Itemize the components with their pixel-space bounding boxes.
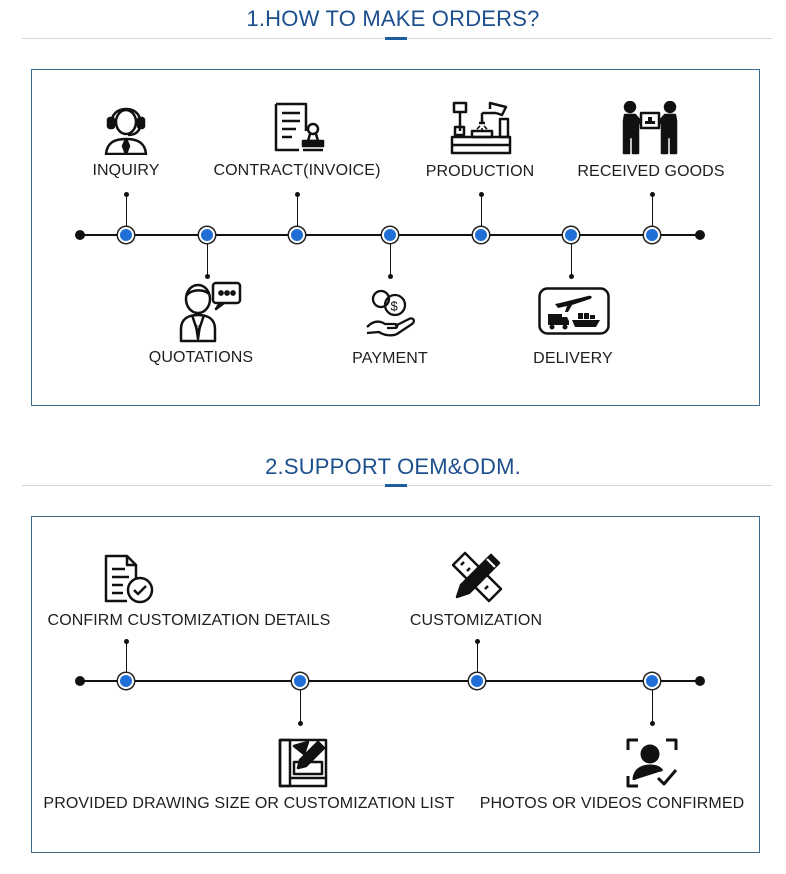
oem-process-panel bbox=[31, 516, 760, 853]
contract-stamp-icon bbox=[273, 101, 327, 153]
coins-hand-icon: $ bbox=[365, 287, 417, 339]
timeline-node-payment bbox=[382, 227, 398, 243]
order-process-panel bbox=[31, 69, 760, 406]
section1-accent bbox=[385, 37, 407, 40]
factory-robot-icon bbox=[450, 101, 512, 155]
step-label-drawing: PROVIDED DRAWING SIZE OR CUSTOMIZATION L… bbox=[43, 795, 455, 812]
step-label-production: PRODUCTION bbox=[425, 163, 535, 180]
stem-contract bbox=[296, 194, 298, 234]
stem-dot bbox=[204, 273, 210, 279]
stem-drawing bbox=[299, 682, 301, 723]
step-label-quotations: QUOTATIONS bbox=[148, 349, 254, 366]
timeline-node-customization bbox=[469, 673, 485, 689]
photo-confirm-icon bbox=[626, 738, 678, 788]
section1-title: 1.HOW TO MAKE ORDERS? bbox=[246, 6, 540, 31]
drawing-board-icon bbox=[278, 738, 328, 788]
stem-received bbox=[651, 194, 653, 234]
stem-dot bbox=[294, 191, 300, 197]
step-label-contract: CONTRACT(INVOICE) bbox=[213, 162, 381, 179]
stem-inquiry bbox=[125, 194, 127, 234]
stem-delivery bbox=[570, 236, 572, 276]
stem-dot bbox=[478, 191, 484, 197]
step-label-payment: PAYMENT bbox=[352, 350, 428, 367]
timeline-node-production bbox=[473, 227, 489, 243]
stem-dot bbox=[297, 720, 303, 726]
customer-service-icon bbox=[102, 99, 150, 155]
oem-timeline bbox=[80, 680, 700, 682]
step-label-delivery: DELIVERY bbox=[533, 350, 613, 367]
stem-dot bbox=[649, 720, 655, 726]
stem-customization bbox=[476, 641, 478, 681]
timeline-node-drawing bbox=[292, 673, 308, 689]
step-label-inquiry: INQUIRY bbox=[92, 162, 160, 179]
timeline-node-received bbox=[644, 227, 660, 243]
timeline-start bbox=[75, 676, 85, 686]
section2-title: 2.SUPPORT OEM&ODM. bbox=[265, 454, 521, 479]
section2-accent bbox=[385, 484, 407, 487]
stem-production bbox=[480, 194, 482, 234]
shipping-icon bbox=[538, 287, 610, 335]
timeline-node-inquiry bbox=[118, 227, 134, 243]
handover-box-icon bbox=[622, 101, 678, 155]
timeline-node-quotations bbox=[199, 227, 215, 243]
stem-photos bbox=[651, 682, 653, 723]
stem-dot bbox=[568, 273, 574, 279]
stem-dot bbox=[649, 191, 655, 197]
svg-text:$: $ bbox=[391, 299, 399, 314]
stem-dot bbox=[123, 638, 129, 644]
stem-payment bbox=[389, 236, 391, 276]
timeline-start bbox=[75, 230, 85, 240]
timeline-end bbox=[695, 230, 705, 240]
timeline-node-delivery bbox=[563, 227, 579, 243]
timeline-node-photos bbox=[644, 673, 660, 689]
stem-dot bbox=[387, 273, 393, 279]
stem-dot bbox=[474, 638, 480, 644]
step-label-received: RECEIVED GOODS bbox=[577, 163, 725, 180]
stem-dot bbox=[123, 191, 129, 197]
step-label-customization: CUSTOMIZATION bbox=[409, 612, 543, 629]
stem-quotations bbox=[206, 236, 208, 276]
document-check-icon bbox=[103, 553, 155, 605]
stem-confirm bbox=[125, 641, 127, 681]
pencil-ruler-icon bbox=[449, 549, 505, 605]
step-label-photos: PHOTOS OR VIDEOS CONFIRMED bbox=[479, 795, 745, 812]
timeline-node-contract bbox=[289, 227, 305, 243]
step-label-confirm: CONFIRM CUSTOMIZATION DETAILS bbox=[47, 612, 331, 629]
consultant-chat-icon bbox=[178, 281, 242, 343]
timeline-end bbox=[695, 676, 705, 686]
timeline-node-confirm bbox=[118, 673, 134, 689]
